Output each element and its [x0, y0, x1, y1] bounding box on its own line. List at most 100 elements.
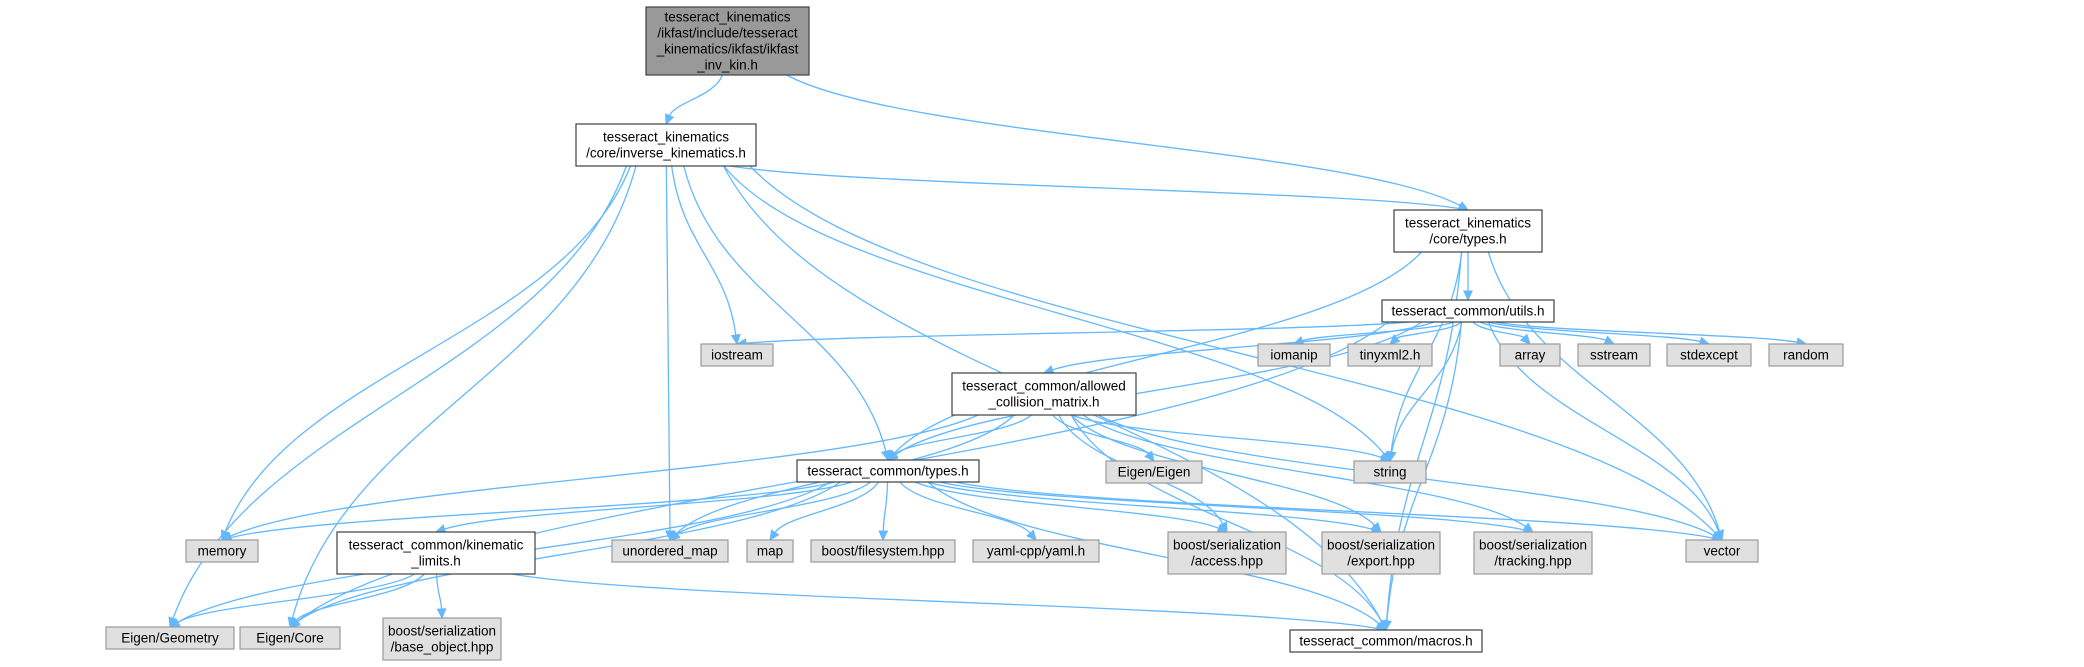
node-utils-box [1381, 299, 1555, 323]
node-klimits-label-line: _limits.h [410, 554, 461, 569]
node-acm[interactable]: tesseract_common/allowed_collision_matri… [951, 372, 1137, 416]
edge-inv_kin-to-core [291, 165, 637, 619]
edge-inv_kin-to-kin_types [730, 165, 1460, 210]
node-umap-box [611, 539, 729, 563]
node-string-label-line: string [1373, 465, 1406, 480]
node-root-label-line: _kinematics/ikfast/ikfast [656, 42, 799, 57]
node-export-label-line: boost/serialization [1327, 538, 1435, 553]
edge-utils-to-iomanip [1302, 321, 1455, 342]
node-bfs-box [810, 539, 956, 563]
edge-utils-to-iostream [745, 321, 1410, 344]
node-iomanip-box [1257, 343, 1331, 367]
node-iostream-label-line: iostream [711, 348, 763, 363]
node-array: array [1499, 343, 1561, 367]
node-kin_types-box [1393, 209, 1543, 253]
node-base_obj: boost/serialization/base_object.hpp [382, 617, 502, 661]
node-core-label-line: Eigen/Core [256, 631, 324, 646]
node-inv_kin[interactable]: tesseract_kinematics/core/inverse_kinema… [575, 123, 757, 167]
node-yaml-box [972, 539, 1100, 563]
node-sstream-box [1577, 343, 1651, 367]
edge-kin_types-to-vector [1487, 251, 1721, 532]
node-export-box [1321, 531, 1441, 575]
node-random: random [1768, 343, 1844, 367]
node-array-box [1499, 343, 1561, 367]
edge-klimits-to-core [295, 573, 425, 621]
node-inv_kin-label-line: tesseract_kinematics [603, 130, 729, 145]
node-macros-label-line: tesseract_common/macros.h [1299, 634, 1472, 649]
edge-klimits-to-macros [511, 573, 1378, 630]
node-root-label-line: tesseract_kinematics [664, 10, 790, 25]
node-random-label-line: random [1783, 348, 1829, 363]
node-iostream-box [700, 343, 774, 367]
edge-klimits-to-base_obj [435, 573, 443, 610]
node-memory: memory [185, 539, 259, 563]
node-umap: unordered_map [611, 539, 729, 563]
node-types-box [796, 459, 980, 483]
edge-arrowhead-utils-to-tinyxml2 [1389, 334, 1401, 345]
node-iomanip: iomanip [1257, 343, 1331, 367]
node-root-box [645, 6, 810, 76]
node-access-label-line: boost/serialization [1173, 538, 1281, 553]
node-stdexcept-label-line: stdexcept [1680, 348, 1738, 363]
node-tracking: boost/serialization/tracking.hpp [1473, 531, 1593, 575]
node-array-label-line: array [1515, 348, 1546, 363]
node-sstream-label-line: sstream [1590, 348, 1638, 363]
edge-types-to-umap [676, 481, 871, 535]
edge-types-to-yaml [899, 481, 1031, 534]
node-acm-label-line: _collision_matrix.h [987, 395, 1099, 410]
node-export: boost/serialization/export.hpp [1321, 531, 1441, 575]
node-root-label-line: _inv_kin.h [696, 58, 758, 73]
edge-utils-to-random [1494, 321, 1798, 343]
edge-types-to-memory [230, 481, 835, 539]
node-access-box [1167, 531, 1287, 575]
edge-arrowhead-klimits-to-core [289, 616, 301, 628]
node-utils-label-line: tesseract_common/utils.h [1391, 304, 1544, 319]
edge-arrowhead-klimits-to-base_obj [436, 608, 447, 620]
edge-acm-to-tracking [1082, 414, 1527, 528]
node-tracking-label-line: boost/serialization [1479, 538, 1587, 553]
edge-types-to-vector [954, 481, 1714, 539]
node-geometry-box [105, 626, 235, 650]
node-stdexcept-box [1666, 343, 1752, 367]
edge-types-to-map [774, 481, 880, 533]
node-tinyxml2-box [1347, 343, 1433, 367]
node-klimits-box [336, 531, 536, 575]
edge-inv_kin-to-umap [665, 165, 671, 532]
edge-root-to-kin_types [786, 74, 1461, 207]
edge-klimits-to-geometry [177, 573, 416, 623]
node-bfs-label-line: boost/filesystem.hpp [821, 544, 944, 559]
node-iomanip-label-line: iomanip [1270, 348, 1317, 363]
node-map-box [746, 539, 794, 563]
node-root[interactable]: tesseract_kinematics/ikfast/include/tess… [645, 6, 810, 76]
node-vector-box [1685, 539, 1759, 563]
edge-arrowhead-kin_types-to-utils [1463, 290, 1473, 302]
edge-root-to-inv_kin [668, 74, 724, 117]
node-tinyxml2-label-line: tinyxml2.h [1360, 348, 1421, 363]
edge-utils-to-string [1391, 321, 1463, 453]
node-root-label-line: /ikfast/include/tesseract [657, 26, 798, 41]
node-eigen-box [1105, 460, 1203, 484]
edge-acm-to-eigen [1052, 414, 1149, 455]
node-macros[interactable]: tesseract_common/macros.h [1289, 629, 1483, 653]
node-geometry-label-line: Eigen/Geometry [121, 631, 219, 646]
node-types[interactable]: tesseract_common/types.h [796, 459, 980, 483]
node-types-label-line: tesseract_common/types.h [807, 464, 968, 479]
node-kin_types[interactable]: tesseract_kinematics/core/types.h [1393, 209, 1543, 253]
node-eigen-label-line: Eigen/Eigen [1118, 465, 1191, 480]
edge-inv_kin-to-types [683, 165, 887, 452]
node-vector: vector [1685, 539, 1759, 563]
edge-arrowhead-inv_kin-to-iostream [730, 333, 741, 346]
edge-arrowhead-types-to-bfs [878, 530, 889, 542]
edge-acm-to-memory [229, 414, 979, 537]
node-utils[interactable]: tesseract_common/utils.h [1381, 299, 1555, 323]
node-random-box [1768, 343, 1844, 367]
edge-arrowhead-acm-to-types [887, 450, 899, 461]
node-core-box [239, 626, 341, 650]
nodes-layer: tesseract_kinematics/ikfast/include/tess… [105, 6, 1844, 661]
node-tracking-label-line: /tracking.hpp [1494, 554, 1571, 569]
node-yaml: yaml-cpp/yaml.h [972, 539, 1100, 563]
edge-kin_types-to-types [893, 251, 1423, 454]
node-klimits[interactable]: tesseract_common/kinematic_limits.h [336, 531, 536, 575]
edge-utils-to-array [1472, 321, 1525, 339]
node-yaml-label-line: yaml-cpp/yaml.h [987, 544, 1085, 559]
